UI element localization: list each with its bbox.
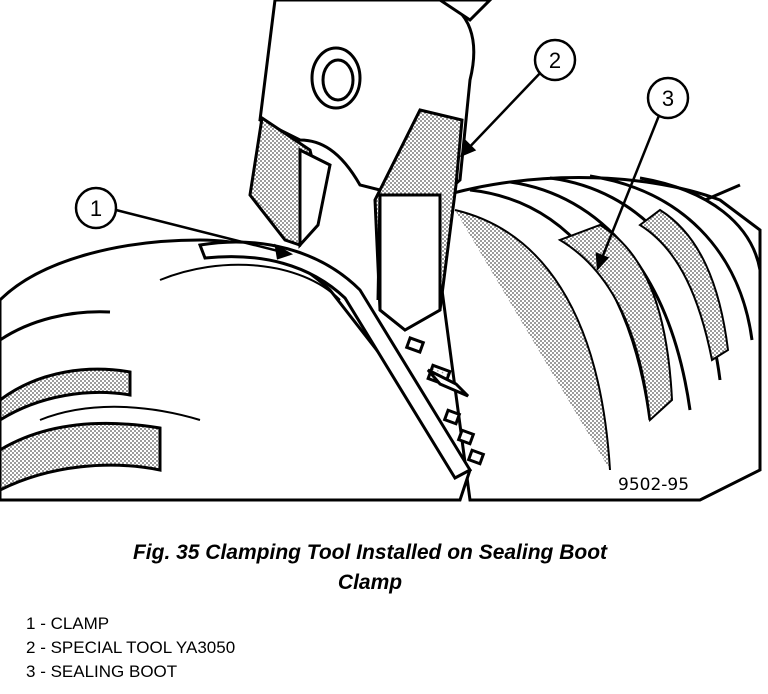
legend-text: CLAMP	[50, 614, 110, 633]
callout-2: 2	[533, 38, 577, 82]
svg-text:3: 3	[662, 86, 674, 111]
axle-housing	[0, 238, 472, 502]
legend-sep: -	[35, 638, 51, 657]
clamp-tool-illustration: 1 2 3 9502-95	[0, 0, 762, 502]
sealing-boot	[428, 174, 762, 502]
callout-1: 1	[74, 186, 118, 230]
clamp-band	[197, 240, 486, 480]
legend-num: 1	[26, 614, 36, 633]
legend-item: 2 - SPECIAL TOOL YA3050	[26, 636, 235, 660]
legend-item: 1 - CLAMP	[26, 612, 235, 636]
svg-text:1: 1	[90, 196, 102, 221]
legend: 1 - CLAMP 2 - SPECIAL TOOL YA3050 3 - SE…	[26, 612, 235, 684]
legend-sep: -	[35, 662, 51, 681]
callout-3: 3	[646, 76, 690, 120]
caption-line-1: Fig. 35 Clamping Tool Installed on Seali…	[132, 541, 608, 564]
legend-text: SEALING BOOT	[50, 662, 178, 681]
legend-text: SPECIAL TOOL YA3050	[50, 638, 236, 657]
leader-lines	[115, 69, 664, 272]
figure-caption: Fig. 35 Clamping Tool Installed on Seali…	[40, 538, 700, 598]
legend-num: 3	[26, 662, 36, 681]
legend-sep: -	[35, 614, 51, 633]
legend-num: 2	[26, 638, 36, 657]
caption-line-2: Clamp	[337, 571, 403, 594]
legend-item: 3 - SEALING BOOT	[26, 660, 235, 684]
figure-code: 9502-95	[618, 475, 689, 495]
special-tool	[248, 0, 493, 332]
svg-text:2: 2	[549, 48, 561, 73]
